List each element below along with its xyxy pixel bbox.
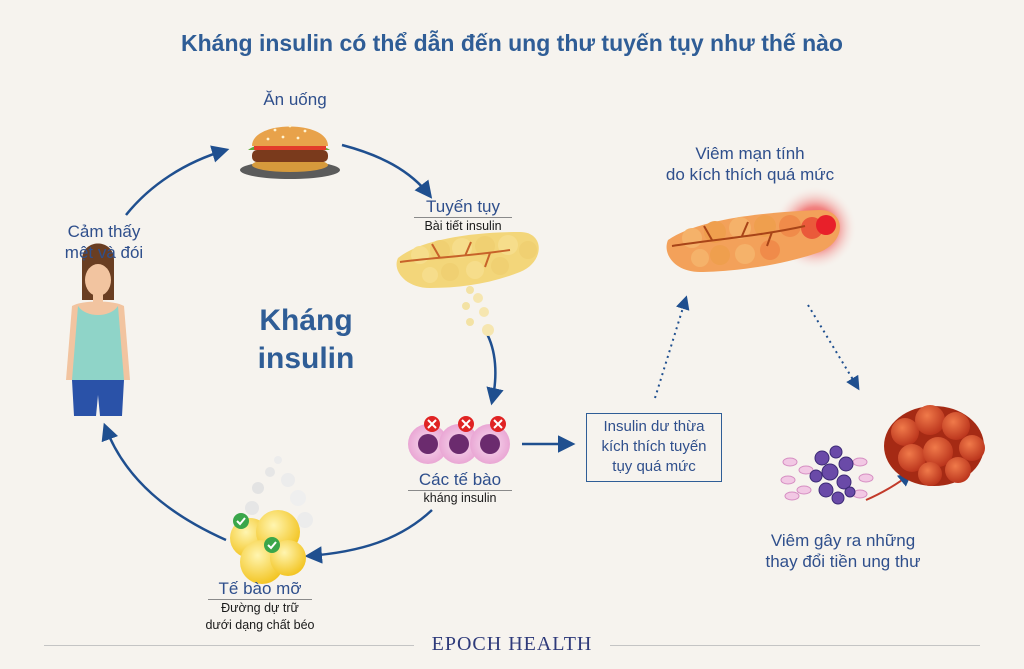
arrow-box-to-inflammation [654, 295, 690, 399]
arrow-person-to-eating [125, 145, 230, 216]
footer-divider-right [610, 645, 980, 646]
center-label: Kháng insulin [236, 302, 376, 378]
fat-sublabel-line: dưới dạng chất béo [205, 618, 315, 632]
arrow-eating-to-pancreas [341, 143, 433, 199]
person-icon [66, 243, 130, 416]
burger-icon [240, 124, 340, 179]
precancer-label: Viêm gây ra những thay đổi tiền ung thư [738, 530, 948, 572]
cells-label: Các tế bào [408, 469, 512, 491]
inflammation-label-line: do kích thích quá mức [665, 165, 835, 184]
cross-icon [424, 416, 440, 432]
tired-label: Cảm thấy mệt và đói [52, 221, 156, 263]
fat-cells-icon [230, 456, 313, 584]
pancreas-sublabel: Bài tiết insulin [424, 219, 502, 233]
tired-label-line: mệt và đói [64, 243, 144, 262]
excess-box-line: Insulin dư thừa [603, 418, 705, 435]
fat-sublabel: Đường dự trữ dưới dạng chất béo [178, 600, 342, 634]
cells-sublabel: kháng insulin [423, 491, 497, 505]
arrow-cells-to-fat [304, 509, 433, 564]
cross-icon [490, 416, 506, 432]
tumor-icon [884, 405, 985, 486]
arrow-inflammation-to-precancer [807, 304, 860, 391]
footer-divider-left [44, 645, 414, 646]
excess-insulin-box: Insulin dư thừa kích thích tuyến tụy quá… [586, 413, 722, 482]
excess-box-line: kích thích tuyến [601, 438, 707, 455]
precancer-label-line: thay đổi tiền ung thư [765, 552, 921, 571]
pancreas-label: Tuyến tụy [414, 196, 512, 218]
resistant-cells-icon [408, 416, 510, 464]
inflammation-label: Viêm mạn tính do kích thích quá mức [640, 143, 860, 185]
arrow-pancreas-to-cells [484, 331, 504, 406]
eating-label: Ăn uống [263, 90, 327, 109]
precancer-label-line: Viêm gây ra những [770, 531, 916, 550]
inflammation-label-line: Viêm mạn tính [695, 144, 805, 163]
fat-sublabel-line: Đường dự trữ [221, 601, 299, 615]
inflamed-pancreas-icon [666, 186, 857, 272]
pancreas-icon [396, 232, 539, 336]
cross-icon [458, 416, 474, 432]
arrow-fat-to-person [101, 422, 227, 542]
check-icon [264, 537, 280, 553]
precancer-cells-icon [780, 445, 874, 505]
page-title: Kháng insulin có thể dẫn đến ung thư tuy… [181, 30, 843, 56]
center-label-line: insulin [257, 342, 355, 375]
excess-box-line: tụy quá mức [612, 458, 696, 475]
check-icon [233, 513, 249, 529]
tired-label-line: Cảm thấy [67, 222, 141, 241]
footer-brand: EPOCH HEALTH [431, 633, 593, 655]
fat-label: Tế bào mỡ [208, 578, 312, 600]
center-label-line: Kháng [259, 304, 353, 337]
